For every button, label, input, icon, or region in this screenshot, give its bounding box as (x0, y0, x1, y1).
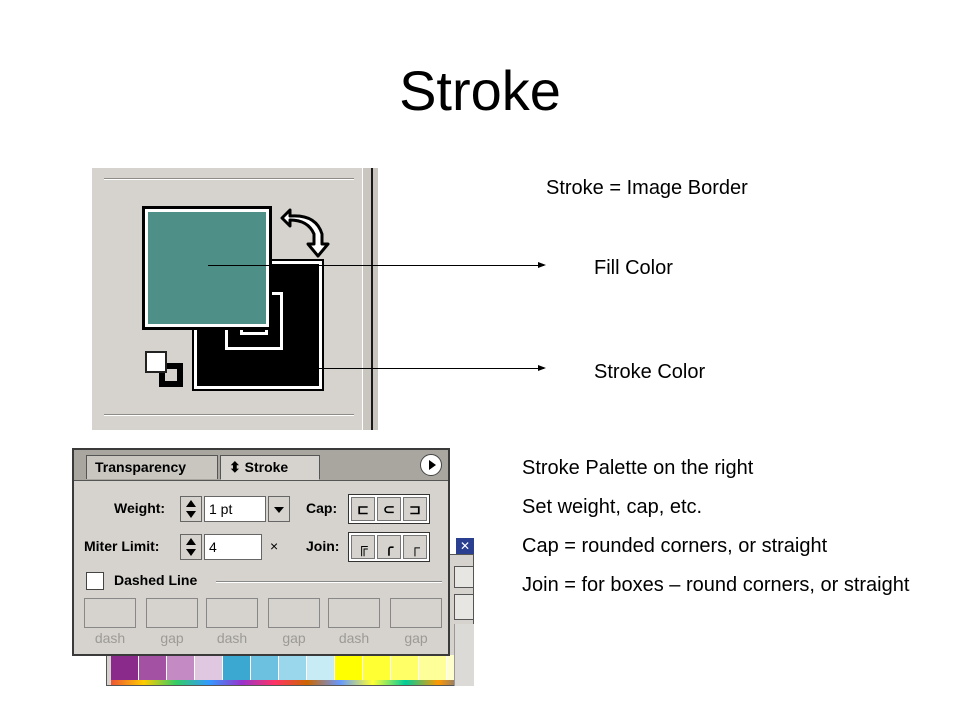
default-colors-icon[interactable] (142, 348, 188, 392)
fill-color-pointer (208, 262, 546, 268)
tab-transparency-label: Transparency (95, 459, 187, 475)
color-swatch[interactable] (335, 655, 363, 681)
palette-menu-arrow[interactable] (454, 594, 474, 620)
toolbox-edge (362, 168, 378, 430)
list-item: Stroke Palette on the right (522, 457, 754, 479)
color-swatch[interactable] (419, 655, 447, 681)
dash-label: dash (216, 630, 248, 646)
projecting-cap-button[interactable]: ⊐ (403, 497, 427, 521)
fill-color-label: Fill Color (594, 257, 673, 279)
scrollbar[interactable] (454, 624, 474, 686)
gap-field-1[interactable] (146, 598, 198, 628)
join-button-group: ╔ ╭ ┌ (348, 532, 430, 562)
miter-limit-stepper[interactable] (180, 534, 202, 560)
gap-label: gap (404, 630, 428, 646)
miter-limit-field[interactable]: 4 (204, 534, 262, 560)
color-swatch[interactable] (195, 655, 223, 681)
color-swatch[interactable] (307, 655, 335, 681)
join-label: Join: (306, 538, 340, 554)
weight-label: Weight: (114, 500, 166, 516)
gap-label: gap (160, 630, 184, 646)
tab-transparency[interactable]: Transparency (86, 455, 218, 479)
dash-label: dash (94, 630, 126, 646)
tab-stroke-label: Stroke (244, 459, 289, 475)
miter-unit-icon: × (270, 538, 279, 554)
stroke-color-label: Stroke Color (594, 361, 706, 383)
color-swatch[interactable] (223, 655, 251, 681)
miter-limit-label: Miter Limit: (84, 538, 160, 554)
close-icon[interactable]: ✕ (456, 538, 474, 554)
palette-tab-bar: Transparency ⬍ Stroke (74, 450, 448, 481)
stroke-palette: Transparency ⬍ Stroke Weight: 1 pt Cap: … (72, 448, 450, 656)
dashed-line-checkbox[interactable] (86, 572, 104, 590)
list-item: Set weight, cap, etc. (522, 496, 703, 518)
color-swatch[interactable] (391, 655, 419, 681)
list-item: Cap = rounded corners, or straight (522, 535, 828, 557)
toolbox-divider (104, 178, 354, 180)
gap-field-2[interactable] (268, 598, 320, 628)
gap-label: gap (282, 630, 306, 646)
bevel-join-button[interactable]: ┌ (403, 535, 427, 559)
tab-stroke[interactable]: ⬍ Stroke (220, 455, 320, 480)
stroke-palette-screenshot: ✕ Transparency ⬍ Stroke Weight: 1 pt Cap… (70, 448, 474, 686)
weight-stepper[interactable] (180, 496, 202, 522)
round-join-button[interactable]: ╭ (377, 535, 401, 559)
toolbox-fill-stroke (92, 168, 378, 430)
swap-fill-stroke-icon[interactable] (278, 204, 336, 260)
palette-scroll-arrow[interactable] (454, 566, 474, 588)
color-swatch[interactable] (363, 655, 391, 681)
color-swatch[interactable] (139, 655, 167, 681)
weight-field[interactable]: 1 pt (204, 496, 266, 522)
list-item: Join = for boxes – round corners, or str… (522, 574, 910, 596)
color-swatch[interactable] (279, 655, 307, 681)
dash-field-3[interactable] (328, 598, 380, 628)
cap-label: Cap: (306, 500, 338, 516)
slide-title: Stroke (399, 59, 561, 122)
swatch-row (111, 655, 474, 681)
fill-color-swatch[interactable] (142, 206, 272, 330)
cap-button-group: ⊏ ⊂ ⊐ (348, 494, 430, 524)
miter-join-button[interactable]: ╔ (351, 535, 375, 559)
dash-label: dash (338, 630, 370, 646)
color-swatch[interactable] (111, 655, 139, 681)
dash-field-2[interactable] (206, 598, 258, 628)
dashed-line-label: Dashed Line (114, 572, 198, 588)
explanation-list: Stroke Palette on the right Set weight, … (522, 456, 932, 612)
palette-menu-button[interactable] (420, 454, 442, 476)
toolbox-divider (104, 414, 354, 416)
stroke-definition-text: Stroke = Image Border (546, 177, 748, 199)
stroke-color-pointer (318, 365, 546, 371)
gap-field-3[interactable] (390, 598, 442, 628)
weight-dropdown-button[interactable] (268, 496, 290, 522)
color-swatch[interactable] (251, 655, 279, 681)
dash-field-1[interactable] (84, 598, 136, 628)
swatch-row-secondary (111, 680, 471, 685)
butt-cap-button[interactable]: ⊏ (351, 497, 375, 521)
color-swatch[interactable] (167, 655, 195, 681)
round-cap-button[interactable]: ⊂ (377, 497, 401, 521)
section-divider (216, 581, 442, 583)
tab-sort-icon: ⬍ (229, 459, 241, 475)
